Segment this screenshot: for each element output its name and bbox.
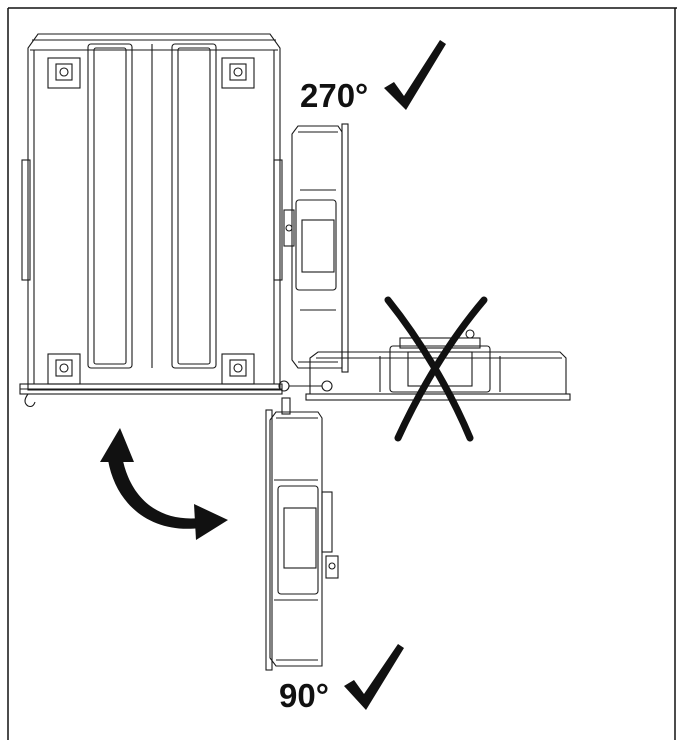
curved-double-arrow-icon [100,428,228,540]
door-90-position [265,397,339,671]
angle-90-label: 90° [279,677,329,714]
angle-270-label: 270° [300,77,369,114]
cross-mark-icon [384,296,488,442]
main-unit [19,33,283,408]
page-border [7,7,677,740]
door-horizontal-position [305,329,571,401]
door-270-position [278,123,349,392]
check-mark-icon [384,40,446,110]
check-mark-icon [344,644,404,710]
corner-bracket-bottom-right [221,353,255,385]
corner-bracket-top-right [221,57,255,89]
corner-bracket-top-left [47,57,81,89]
corner-bracket-bottom-left [47,353,81,385]
